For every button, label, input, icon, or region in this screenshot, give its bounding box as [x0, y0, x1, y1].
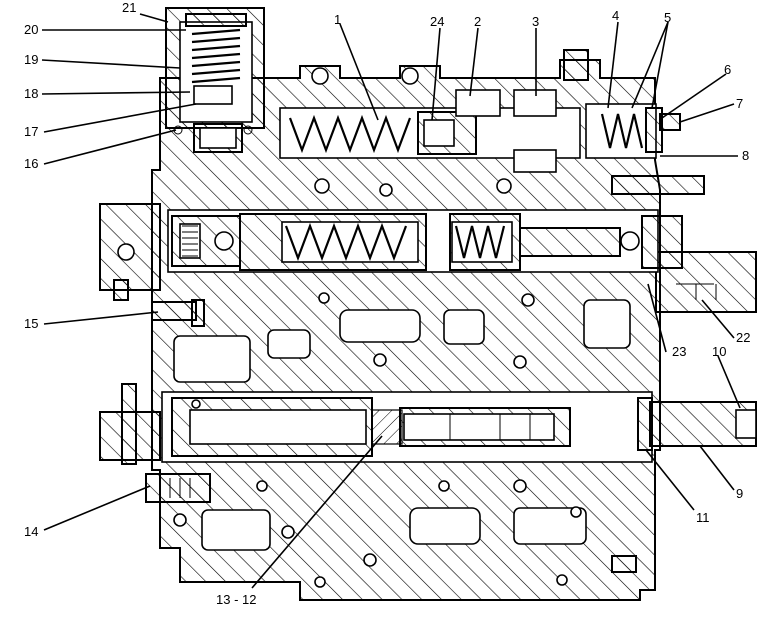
label-18: 18	[24, 86, 38, 101]
relief-valve-cap	[185, 13, 247, 27]
spring-1	[288, 114, 412, 154]
bolt-14	[145, 473, 211, 503]
relief-spring	[191, 28, 241, 84]
label-21: 21	[122, 0, 136, 15]
label-20: 20	[24, 22, 38, 37]
leader-lines	[41, 13, 741, 589]
bolt-15	[151, 301, 197, 321]
label-24: 24	[430, 14, 444, 29]
label-6: 6	[724, 62, 731, 77]
label-1: 1	[334, 12, 341, 27]
label-13-12: 13 - 12	[216, 592, 256, 607]
label-16: 16	[24, 156, 38, 171]
label-22: 22	[736, 330, 750, 345]
label-9: 9	[736, 486, 743, 501]
label-3: 3	[532, 14, 539, 29]
spring-5	[600, 113, 644, 149]
label-11: 11	[696, 510, 710, 525]
filter-screen	[371, 409, 403, 445]
label-5: 5	[664, 10, 671, 25]
bolt-8	[611, 175, 705, 195]
washer-11	[637, 397, 653, 451]
label-7: 7	[736, 96, 743, 111]
label-23: 23	[672, 344, 686, 359]
label-2: 2	[474, 14, 481, 29]
label-17: 17	[24, 124, 38, 139]
label-4: 4	[612, 8, 619, 23]
label-8: 8	[742, 148, 749, 163]
label-19: 19	[24, 52, 38, 67]
label-15: 15	[24, 316, 38, 331]
stem-23	[519, 227, 621, 257]
label-14: 14	[24, 524, 38, 539]
callout-labels: 21 20 19 18 17 16 15 14 1 24 2 3 4 5 6 7…	[24, 0, 750, 607]
left-mount-block	[99, 203, 161, 291]
label-10: 10	[712, 344, 726, 359]
